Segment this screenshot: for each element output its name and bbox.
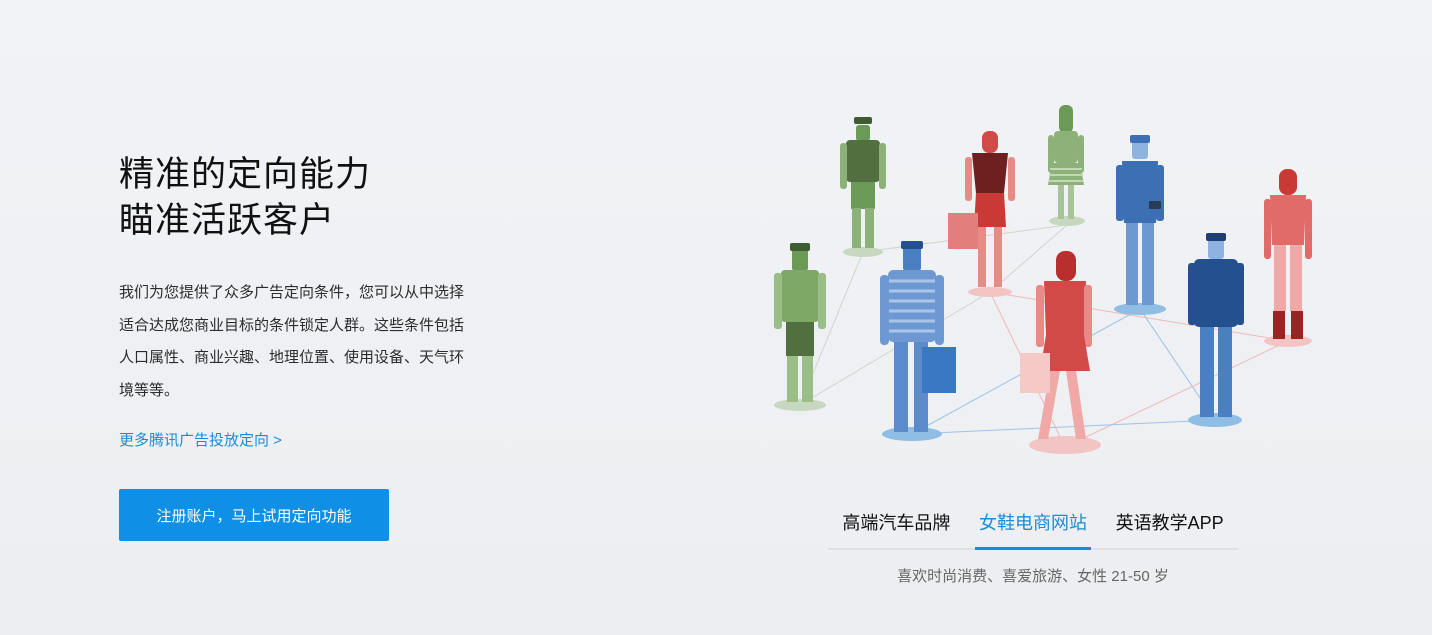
headline-line-1: 精准的定向能力 — [119, 155, 372, 194]
person-green-man-1 — [840, 117, 886, 248]
person-blue-man-striped — [880, 241, 956, 432]
hero-description: 我们为您提供了众多广告定向条件，您可以从中选择适合达成您商业目标的条件锁定人群。… — [119, 284, 465, 399]
person-blue-man-camera — [1116, 135, 1164, 305]
person-red-woman-1 — [948, 131, 1015, 287]
person-green-man-2 — [774, 243, 826, 402]
hero-headline: 精准的定向能力 瞄准活跃客户 — [119, 152, 479, 244]
tab-english-learning-app[interactable]: 英语教学APP — [1115, 513, 1224, 533]
audience-tabs: 高端汽车品牌 女鞋电商网站 英语教学APP — [828, 505, 1238, 550]
person-red-woman-2 — [1264, 169, 1312, 339]
person-green-woman — [1048, 105, 1084, 219]
audience-description: 喜欢时尚消费、喜爱旅游、女性 21-50 岁 — [897, 568, 1169, 585]
tab-womens-shoes-ecommerce[interactable]: 女鞋电商网站 — [965, 505, 1102, 550]
more-targeting-link[interactable]: 更多腾讯广告投放定向 > — [119, 432, 282, 449]
person-red-woman-3 — [1020, 251, 1092, 439]
audience-illustration — [774, 105, 1312, 454]
person-blue-man-navy — [1188, 233, 1244, 417]
tab-luxury-car-brand[interactable]: 高端汽车品牌 — [842, 513, 951, 533]
headline-line-2: 瞄准活跃客户 — [119, 201, 336, 240]
register-cta-button[interactable]: 注册账户，马上试用定向功能 — [119, 489, 389, 541]
hero-text-block: 精准的定向能力 瞄准活跃客户 我们为您提供了众多广告定向条件，您可以从中选择适合… — [119, 152, 479, 450]
